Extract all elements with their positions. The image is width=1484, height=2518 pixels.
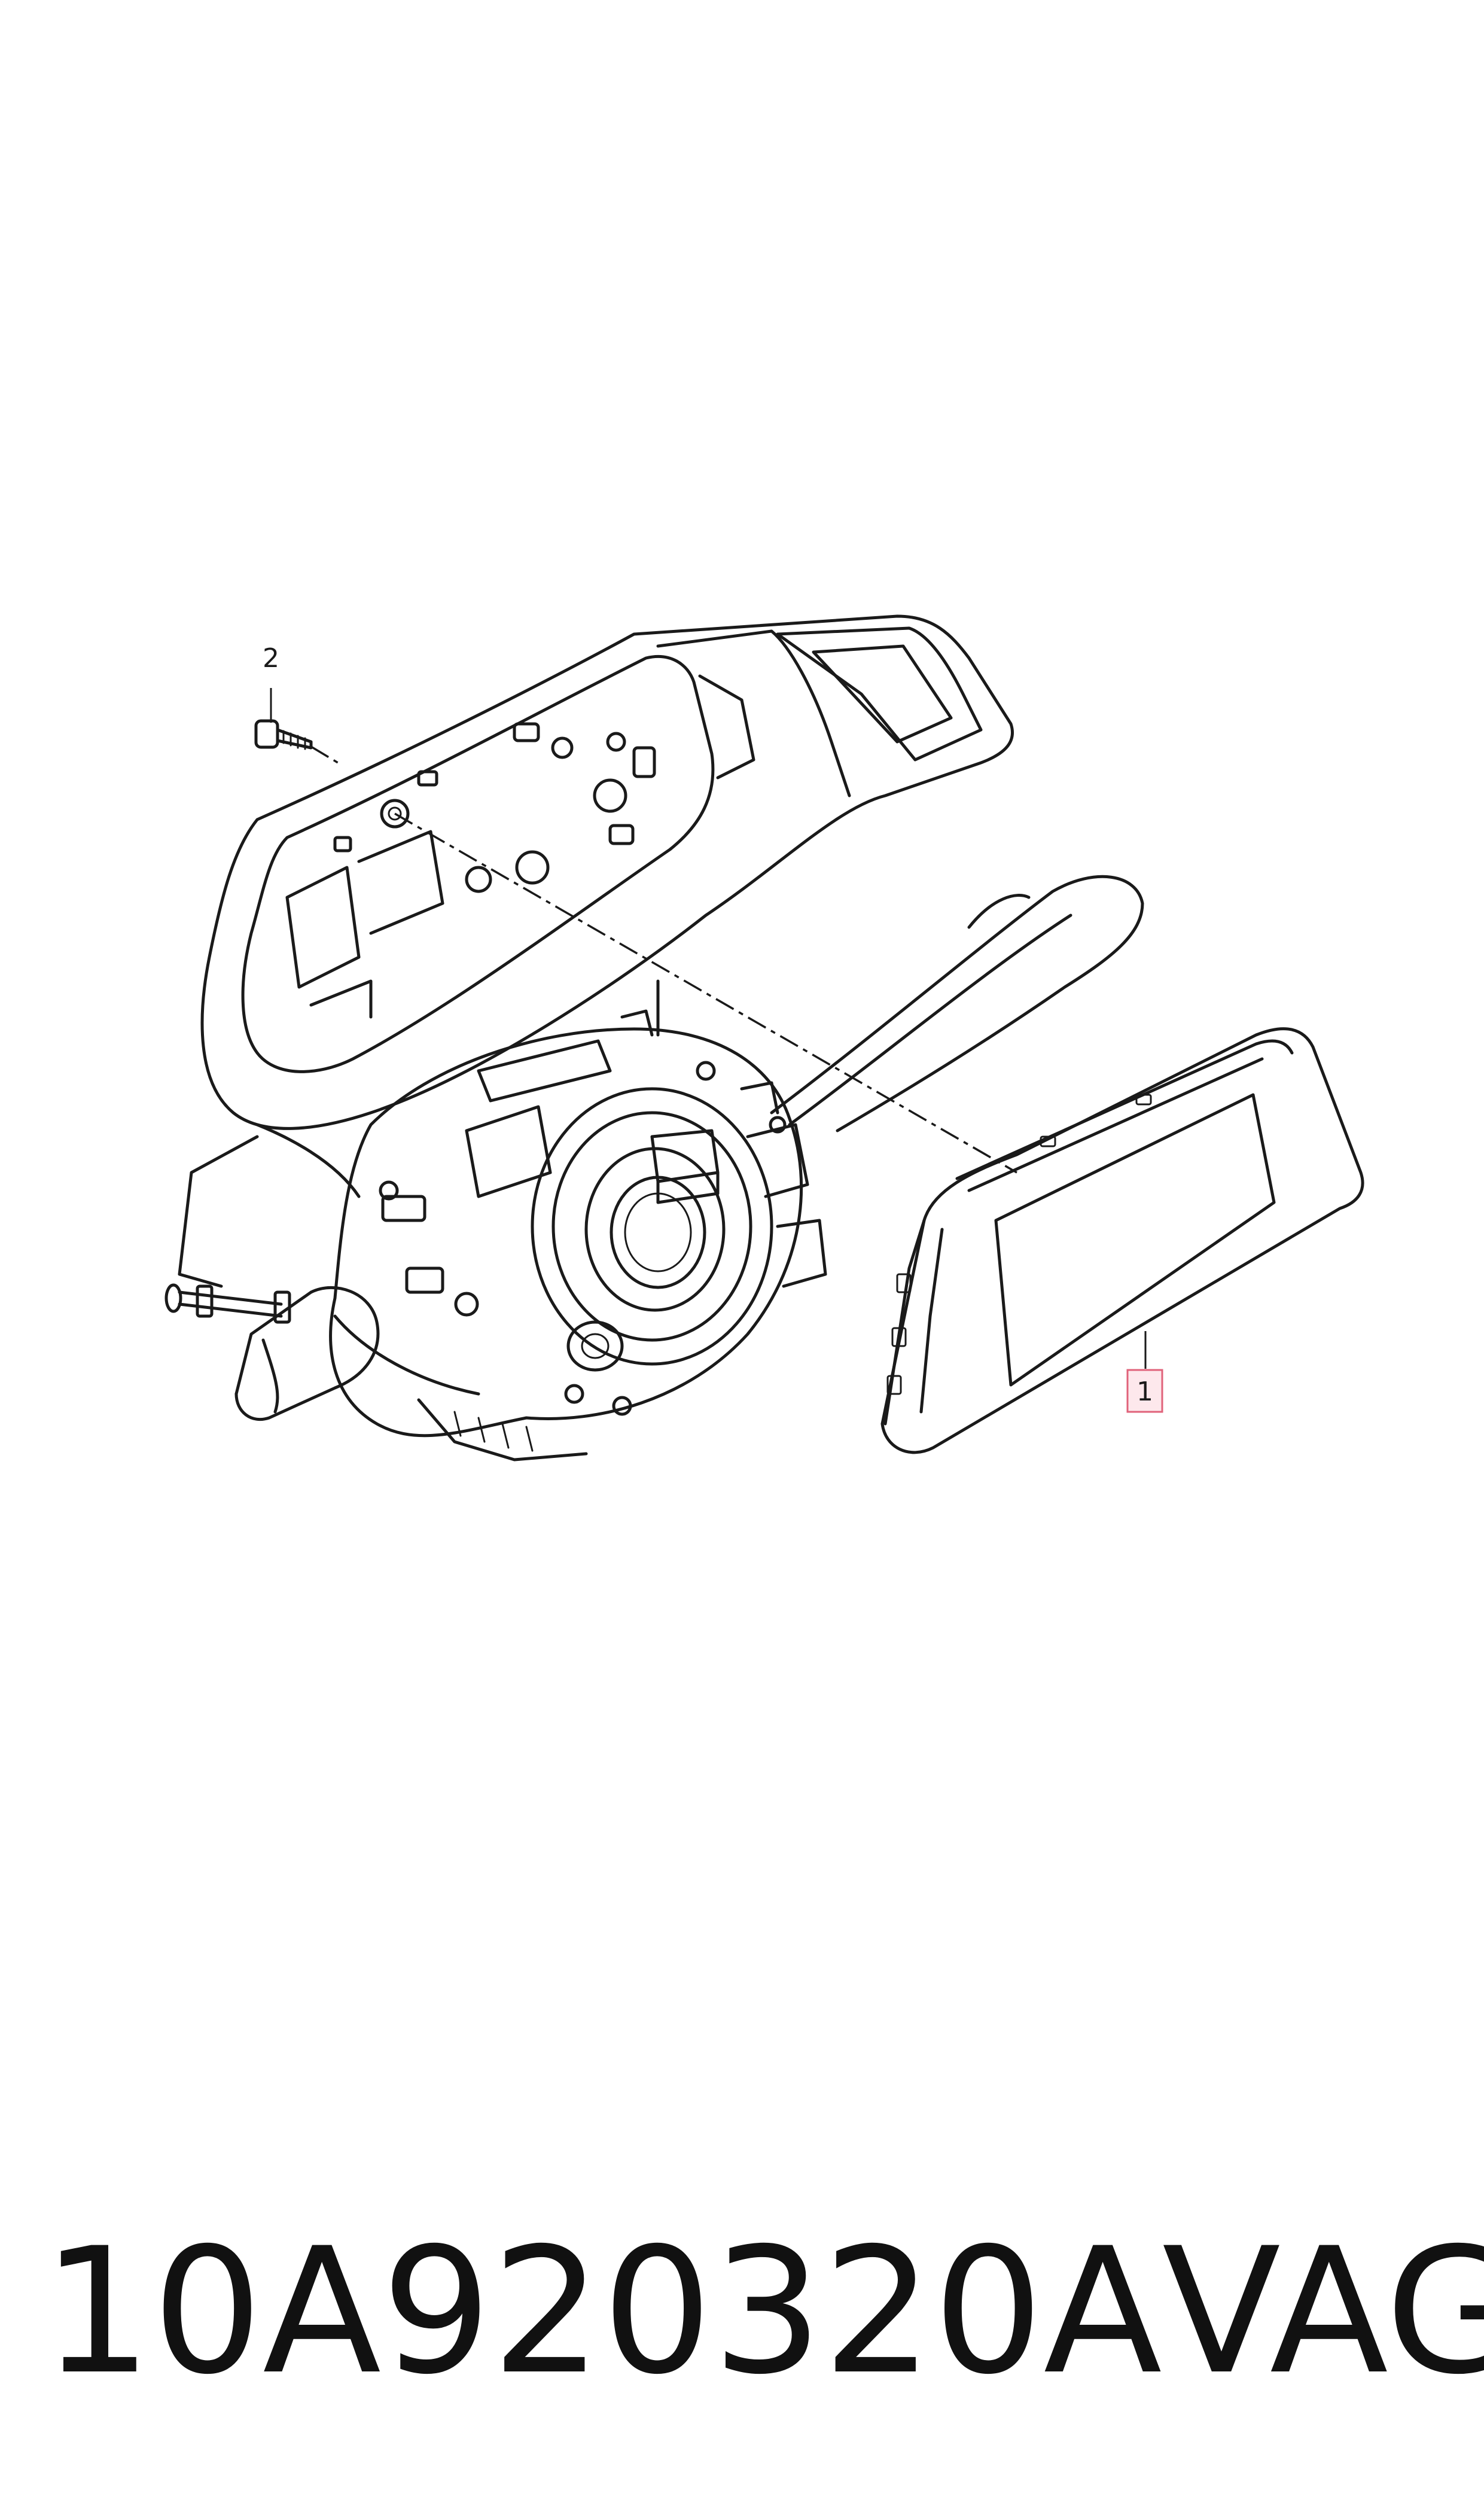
callout-2[interactable]: 2 bbox=[263, 643, 279, 723]
callout-1-highlight bbox=[1126, 1369, 1163, 1413]
column-switch-module bbox=[329, 1009, 827, 1462]
column-cover bbox=[656, 875, 1144, 1132]
display-unit bbox=[880, 1027, 1364, 1454]
display-mounting-axis bbox=[394, 812, 1017, 1174]
part-number: 10A920320A bbox=[42, 2211, 1162, 2413]
screw-installation-line bbox=[310, 745, 342, 766]
stalk-lever bbox=[164, 1123, 380, 1421]
callout-2-label: 2 bbox=[263, 643, 279, 674]
footer-caption: 10A920320A VAG bbox=[42, 2211, 1484, 2413]
callout-1[interactable]: 1 bbox=[1126, 1331, 1163, 1413]
brand-label: VAG bbox=[1162, 2211, 1484, 2413]
instrument-housing bbox=[200, 614, 1014, 1130]
callout-1-label: 1 bbox=[1136, 1377, 1153, 1407]
screw bbox=[254, 719, 313, 750]
